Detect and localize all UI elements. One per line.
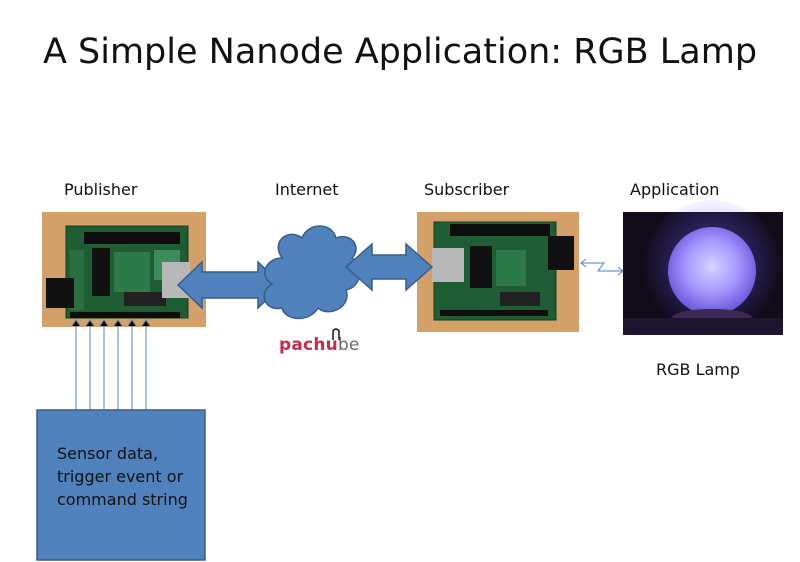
application-label: Application [630, 180, 720, 199]
slide-title: A Simple Nanode Application: RGB Lamp [42, 32, 758, 72]
subscriber-board-photo [417, 212, 579, 332]
subscriber-label: Subscriber [424, 180, 510, 199]
sensor-box-text: Sensor data, trigger event or command st… [57, 442, 207, 511]
cloud-shape [263, 225, 361, 320]
wireless-link-arrow [580, 258, 624, 276]
pachube-logo: pachube [279, 335, 360, 355]
cloud-subscriber-arrow [344, 242, 434, 292]
pachube-logo-text-grey: be [337, 335, 360, 355]
pachube-logo-mark [332, 328, 340, 340]
sensor-input-lines [71, 319, 151, 410]
rgb-lamp-caption: RGB Lamp [656, 360, 741, 379]
publisher-board-photo [42, 212, 206, 327]
publisher-label: Publisher [64, 180, 138, 199]
sensor-box-line-2: trigger event or [57, 467, 184, 486]
rgb-lamp-photo [623, 200, 783, 340]
sensor-data-box [36, 409, 206, 561]
sensor-box-line-3: command string [57, 490, 188, 509]
internet-label: Internet [275, 180, 339, 199]
sensor-box-line-1: Sensor data, [57, 444, 159, 463]
pachube-logo-text-pink: pachu [279, 335, 338, 355]
